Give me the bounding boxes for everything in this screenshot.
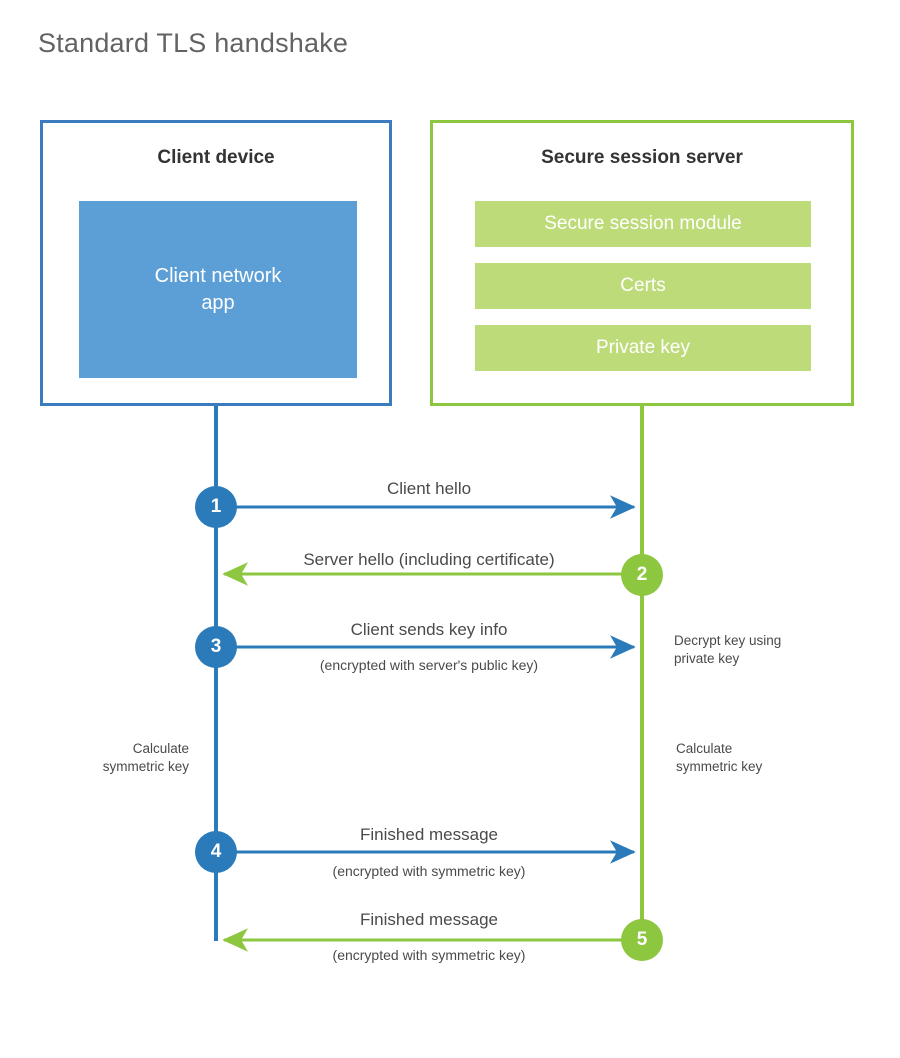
message-label-step-4: Finished message [360,825,498,844]
annotation-client-calculate-symmetric-key: Calculate symmetric key [102,741,189,774]
message-label-step-1: Client hello [386,479,472,498]
message-sublabel-step-5: (encrypted with symmetric key) [332,947,526,963]
message-sublabel-step-4: (encrypted with symmetric key) [332,863,526,879]
step-marker-1[interactable]: 1 [195,486,237,528]
server-component-label: Certs [620,275,666,296]
server-component-private-key: Private key [475,325,811,371]
server-component-label: Private key [596,337,690,358]
step-marker-2[interactable]: 2 [621,554,663,596]
server-component-certs: Certs [475,263,811,309]
client-network-app-block: Client network app [79,201,357,378]
step-marker-3[interactable]: 3 [195,626,237,668]
message-label-step-5: Finished message [360,910,498,929]
client-device-box: Client device Client network app [40,120,392,406]
message-label-step-2: Server hello (including certificate) [303,550,555,569]
annotation-server-decrypt: Decrypt key using private key [674,633,782,666]
message-sublabel-step-3: (encrypted with server's public key) [319,657,539,673]
page-title: Standard TLS handshake [38,28,349,58]
secure-session-server-title: Secure session server [541,147,743,168]
step-marker-4[interactable]: 4 [195,831,237,873]
server-component-secure-session-module: Secure session module [475,201,811,247]
client-network-app-label: Client network app [154,264,282,314]
step-marker-5[interactable]: 5 [621,919,663,961]
client-device-title: Client device [157,147,275,168]
server-component-label: Secure session module [544,213,742,234]
annotation-server-calculate-symmetric-key: Calculate symmetric key [676,741,763,774]
server-components-list: Secure session module Certs Private key [475,201,811,371]
message-label-step-3: Client sends key info [350,620,508,639]
secure-session-server-box: Secure session server Secure session mod… [430,120,854,406]
